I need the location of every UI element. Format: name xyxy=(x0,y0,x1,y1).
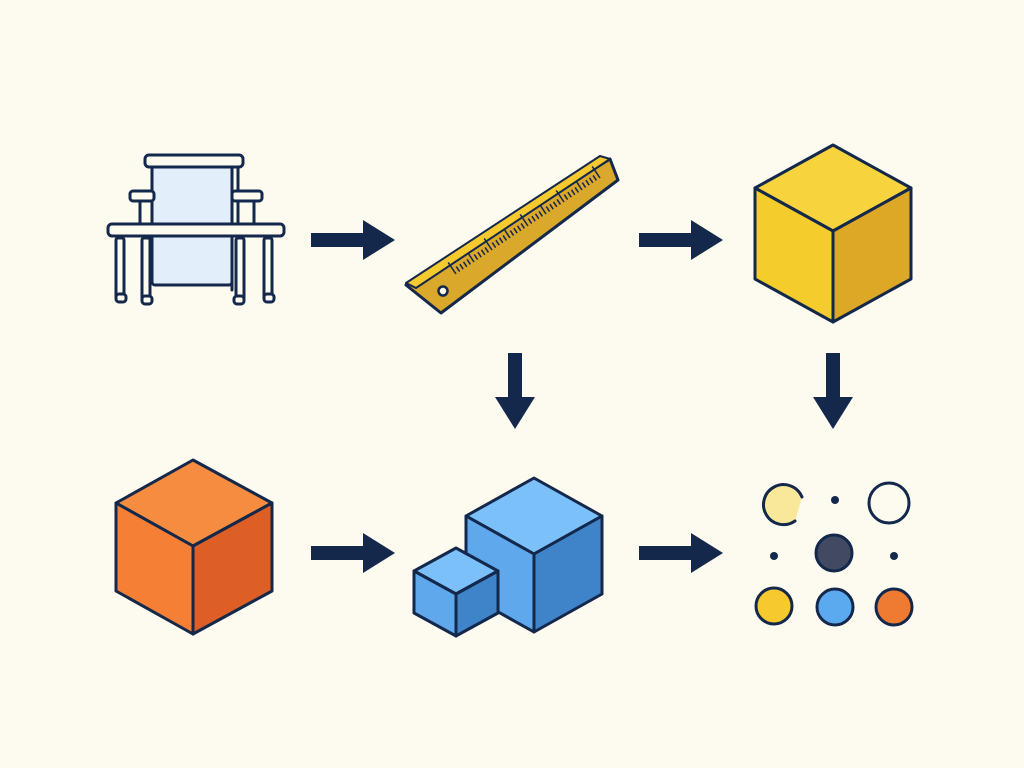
ruler-tick xyxy=(534,213,540,220)
ruler-tick xyxy=(466,258,472,265)
ruler-tick xyxy=(491,242,497,249)
ruler-tick xyxy=(552,201,558,208)
large-blue-cube xyxy=(464,476,604,634)
ruler-tick xyxy=(539,205,547,215)
ruler-tick xyxy=(509,230,515,237)
ruler-tick xyxy=(588,177,594,184)
ruler-tick xyxy=(591,165,601,179)
ruler-tick xyxy=(455,266,461,273)
arrow-orange-cube-to-blue-cubes xyxy=(311,533,395,573)
particle-orange xyxy=(874,587,914,627)
particle-outline xyxy=(867,481,911,525)
ruler-tick xyxy=(495,239,500,246)
ruler-tick xyxy=(467,253,475,263)
ruler-tick xyxy=(538,210,544,217)
ruler-tick xyxy=(520,222,526,229)
ruler-tick xyxy=(556,198,562,205)
ruler-tick xyxy=(563,194,569,201)
ruler-tick xyxy=(484,246,490,253)
ruler-tick xyxy=(555,189,565,203)
particle-open-yellow xyxy=(762,483,804,527)
particle-tiny xyxy=(770,552,778,560)
particles-icon xyxy=(754,481,914,627)
arrow-ruler-to-yellow-cube xyxy=(639,220,723,260)
ruler-tick xyxy=(519,213,529,227)
ruler-tick xyxy=(545,206,551,213)
ruler-tick xyxy=(503,229,511,239)
ruler-tick xyxy=(574,186,580,193)
ruler-tick xyxy=(549,203,554,210)
ruler-tick xyxy=(592,174,598,181)
ruler-tick xyxy=(516,225,522,232)
particle-tiny xyxy=(831,496,839,504)
ruler-tick xyxy=(531,215,536,222)
ruler-tick xyxy=(459,263,464,270)
ruler-tick xyxy=(581,182,587,189)
ruler-tick xyxy=(483,237,493,251)
ruler-hole xyxy=(437,285,449,297)
orange-cube-icon xyxy=(114,458,274,636)
arrow-yellow-cube-down-to-particles xyxy=(813,353,853,429)
particle-tiny xyxy=(890,552,898,560)
blue-cubes-icon xyxy=(412,476,604,638)
ruler-tick xyxy=(570,189,576,196)
ruler-tick xyxy=(527,218,533,225)
arrow-blue-cubes-to-particles xyxy=(639,533,723,573)
ruler-icon xyxy=(404,155,620,315)
particle-dark xyxy=(814,533,854,573)
particle-yellow xyxy=(754,586,794,626)
ruler-tick xyxy=(513,227,518,234)
ruler-tick xyxy=(462,261,468,268)
ruler-tick xyxy=(480,249,486,256)
small-blue-cube xyxy=(412,546,500,638)
ruler-tick xyxy=(585,179,590,186)
ruler-tick xyxy=(502,234,508,241)
ruler-ticks xyxy=(447,165,601,275)
table-icon xyxy=(106,153,286,306)
ruler-tick xyxy=(567,191,572,198)
ruler-tick xyxy=(575,181,583,191)
particle-blue xyxy=(815,587,855,627)
arrow-table-to-ruler xyxy=(311,220,395,260)
ruler-tick xyxy=(477,251,482,258)
ruler-tick xyxy=(498,237,504,244)
yellow-cube-icon xyxy=(753,143,913,324)
ruler-tick xyxy=(473,254,479,261)
arrow-ruler-down-to-blue-cubes xyxy=(495,353,535,429)
ruler-tick xyxy=(447,261,457,275)
